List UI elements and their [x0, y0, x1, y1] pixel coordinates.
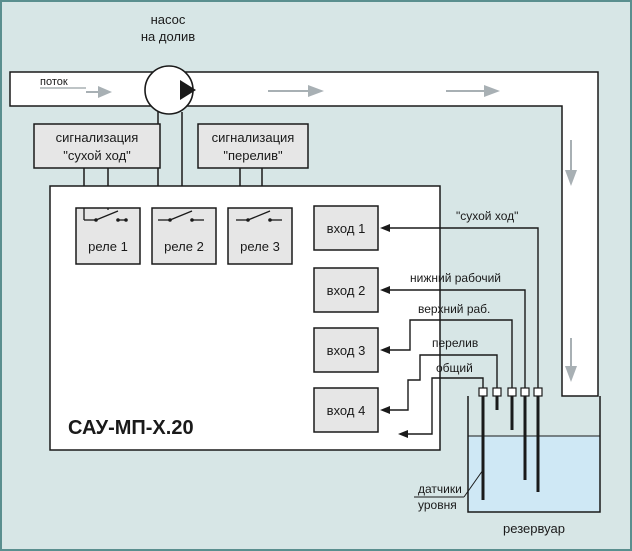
flow-label: поток [40, 76, 68, 88]
sensor-caption-line1: датчики [418, 482, 462, 496]
pump-label-line2: на долив [141, 29, 195, 44]
input-2: вход 2 [313, 267, 379, 313]
level-electrodes [481, 396, 540, 500]
relay-2-label: реле 2 [164, 239, 204, 254]
sensor-label-overflow: перелив [432, 336, 478, 350]
input-1-label: вход 1 [327, 221, 366, 236]
alarm-dry-run: сигнализация "сухой ход" [33, 123, 161, 169]
input-2-label: вход 2 [327, 283, 366, 298]
pump-direction-icon [180, 80, 196, 100]
relay-1-label: реле 1 [88, 239, 128, 254]
relay-3: реле 3 [227, 207, 293, 265]
sensor-wires [386, 227, 539, 435]
sensor-label-low-level: нижний рабочий [410, 271, 501, 285]
input-3-label: вход 3 [327, 343, 366, 358]
tank [467, 387, 601, 513]
sensor-label-high-level: верхний раб. [418, 302, 490, 316]
sensor-caption-line2: уровня [418, 498, 457, 512]
flow-pipe [9, 71, 599, 397]
pump-label-line1: насос [151, 12, 186, 27]
input-3: вход 3 [313, 327, 379, 373]
relay-3-label: реле 3 [240, 239, 280, 254]
tank-label: резервуар [503, 521, 565, 536]
input-4-label: вход 4 [327, 403, 366, 418]
input-4: вход 4 [313, 387, 379, 433]
relay-1: реле 1 [75, 207, 141, 265]
tank-water [468, 436, 600, 512]
alarm-overflow: сигнализация "перелив" [197, 123, 309, 169]
relay-2: реле 2 [151, 207, 217, 265]
pump: насос на долив [141, 12, 196, 115]
alarm-overflow-line1: сигнализация [212, 130, 295, 145]
sensor-caption: датчики уровня [414, 469, 484, 512]
input-1: вход 1 [313, 205, 379, 251]
sensor-wire-arrows [380, 224, 408, 438]
alarm-dry-run-line2: "сухой ход" [63, 148, 131, 163]
sensor-label-common: общий [436, 361, 473, 375]
flow-arrows [86, 85, 577, 382]
controller-name: САУ-МП-Х.20 [68, 417, 194, 439]
alarm-overflow-line2: "перелив" [223, 148, 283, 163]
alarm-dry-run-line1: сигнализация [56, 130, 139, 145]
sensor-label-dry-run: "сухой ход" [456, 209, 518, 223]
